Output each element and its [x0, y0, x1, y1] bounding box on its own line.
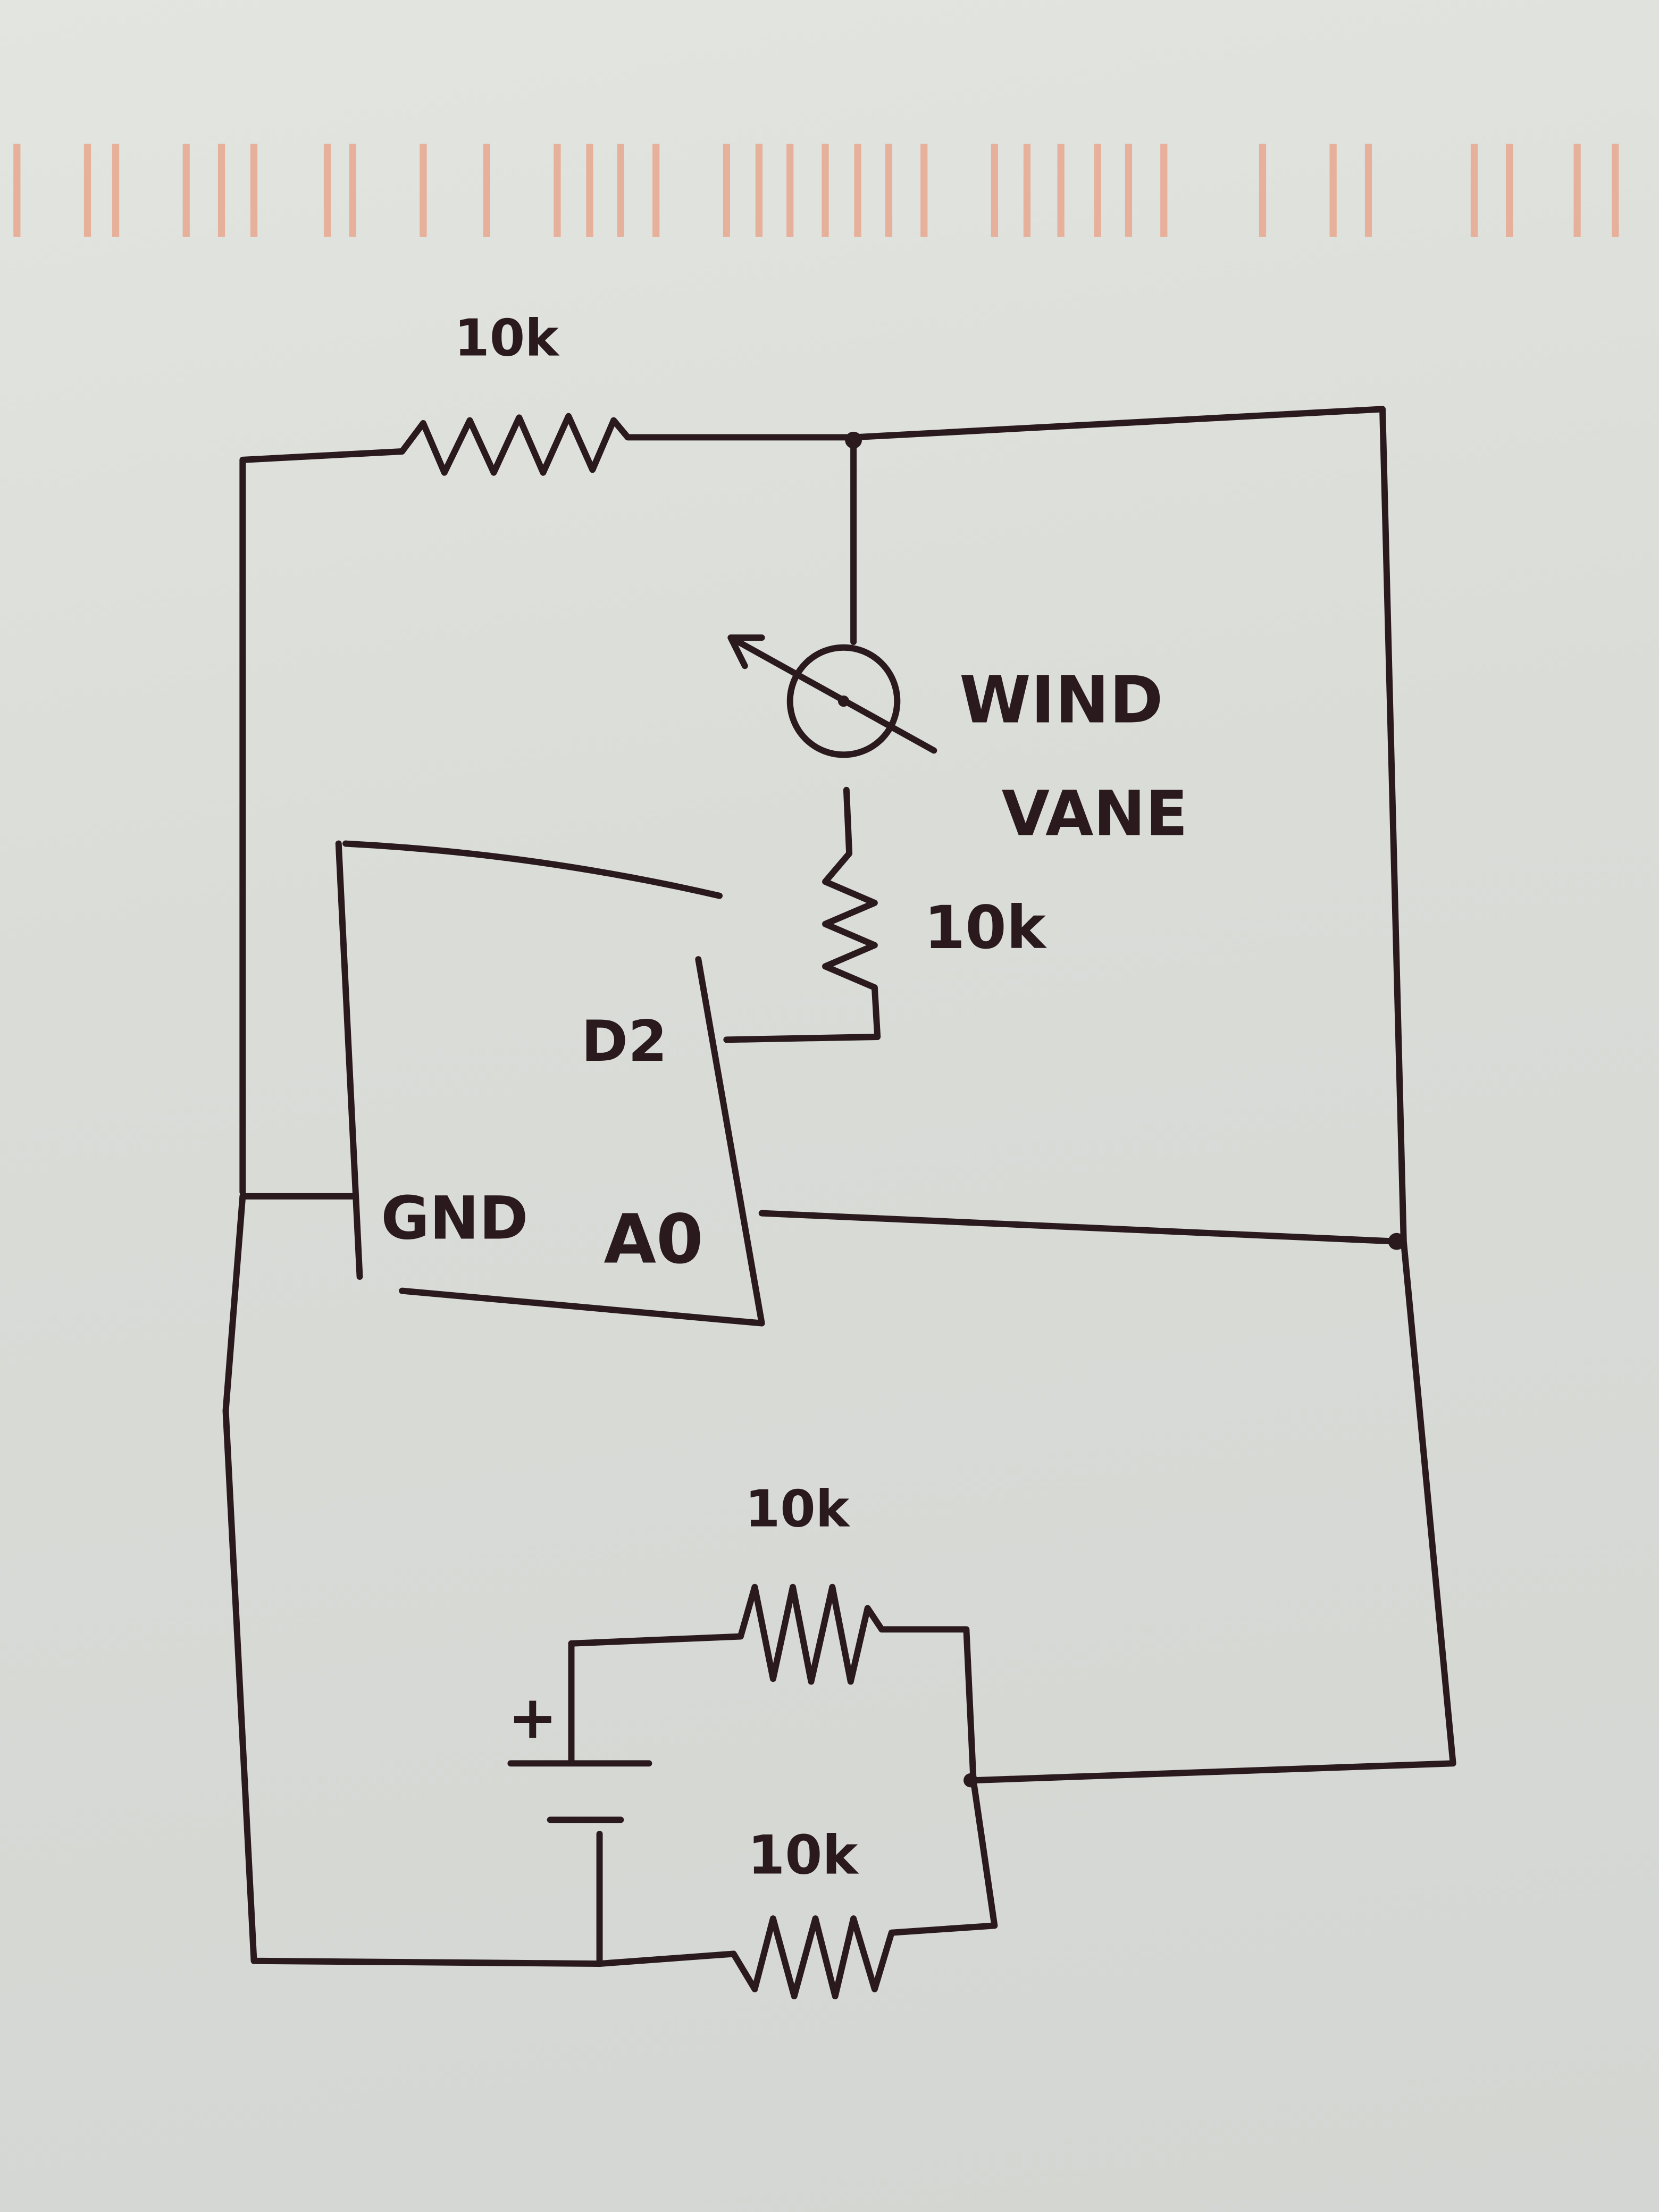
lower-divider-resistor: [596, 1777, 998, 2000]
pin-gnd-label: GND: [381, 1184, 528, 1253]
junction-dot: [963, 1773, 978, 1788]
vane-resistor-label: 10k: [924, 894, 1048, 962]
vane-resistor: [723, 786, 881, 1043]
lower-divider-resistor-label: 10k: [748, 1823, 859, 1886]
pin-d2-label: D2: [581, 1009, 667, 1075]
margin-tick-marks: [13, 144, 1619, 237]
top-wire: [239, 406, 1456, 1784]
microcontroller-board: [335, 840, 765, 1327]
top-resistor-label: 10k: [454, 308, 560, 368]
junction-dot: [1388, 1233, 1405, 1250]
battery-plus-label: +: [508, 1684, 557, 1753]
wind-vane-symbol: [727, 434, 937, 758]
wind-vane-label-line2: VANE: [1002, 778, 1188, 850]
upper-divider-resistor: [568, 1583, 977, 1784]
battery: [507, 1640, 652, 1967]
junction-dot: [845, 431, 862, 449]
top-resistor: [399, 406, 1456, 1784]
wind-vane-label-line1: WIND: [959, 662, 1163, 738]
gnd-wire: [222, 1193, 603, 1967]
upper-divider-resistor-label: 10k: [745, 1479, 851, 1539]
pin-a0-label: A0: [604, 1200, 703, 1279]
a0-wire: [758, 1210, 1400, 1245]
